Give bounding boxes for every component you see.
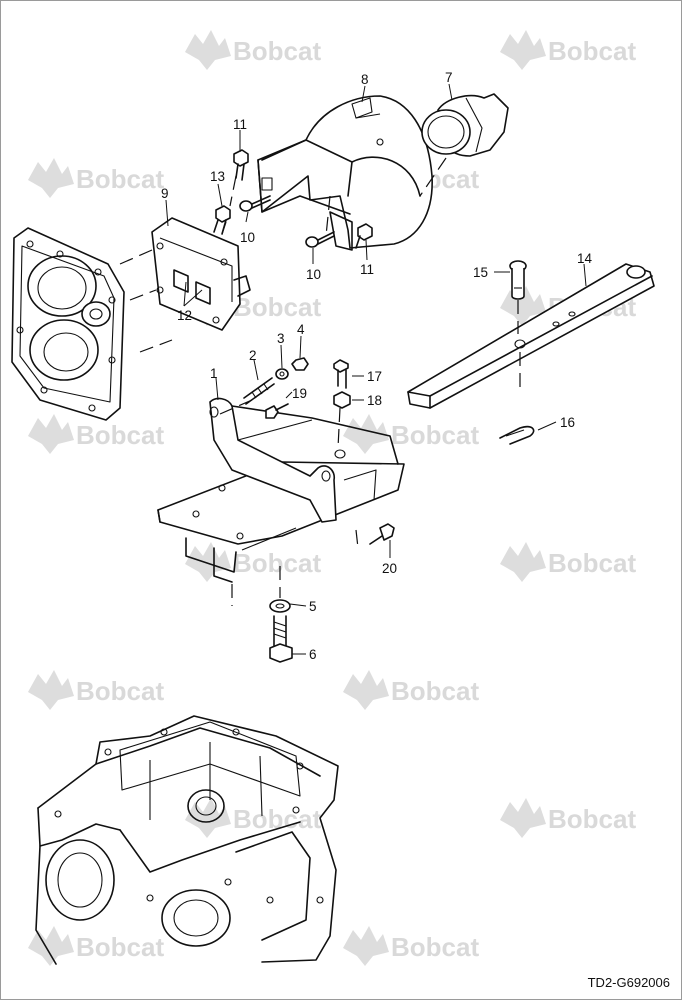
bobcat-head-icon [500,798,546,838]
callout-7: 7 [445,70,453,85]
watermark-text: Bobcat [548,36,636,66]
pto-guard-cover [257,95,433,251]
bolt-20 [369,523,395,545]
callout-13: 13 [210,169,225,184]
bobcat-logo-watermark: Bobcat [500,30,636,70]
callout-18: 18 [367,393,382,408]
drawbar-hitch-frame [157,397,405,583]
diagram-reference-code: TD2-G692006 [587,975,670,990]
lynch-pin [499,425,535,445]
callout-4: 4 [297,322,305,337]
callout-9: 9 [161,186,169,201]
bobcat-head-icon [28,926,74,966]
watermark-text: Bobcat [233,36,321,66]
nut-18 [333,391,351,409]
bobcat-logo-watermark: Bobcat [185,30,321,70]
bobcat-head-icon [500,542,546,582]
bobcat-logo-watermark: Bobcat [28,414,164,454]
callout-16: 16 [560,415,575,430]
watermark-text: Bobcat [76,676,164,706]
screw-10-bottom [305,231,335,248]
bobcat-logo-watermark: Bobcat [28,158,164,198]
leader-lines [165,83,587,655]
bobcat-head-icon [185,30,231,70]
bobcat-head-icon [28,158,74,198]
bobcat-head-icon [28,414,74,454]
callout-19: 19 [292,386,307,401]
watermark-text: Bobcat [391,932,479,962]
bobcat-head-icon [343,414,389,454]
watermark-text: Bobcat [391,676,479,706]
bobcat-logo-watermark: Bobcat [343,414,479,454]
callout-17: 17 [367,369,382,384]
bolt-6 [269,615,293,663]
bobcat-head-icon [343,926,389,966]
washer-3 [275,368,289,380]
callout-11b: 11 [360,262,374,277]
bobcat-logo-watermark: Bobcat [185,542,321,582]
bobcat-logo-watermark: Bobcat [28,670,164,710]
nut-4 [291,357,309,371]
watermark-text: Bobcat [76,420,164,450]
bolt-11-bottom [355,223,373,249]
bobcat-head-icon [28,670,74,710]
transmission-case [35,715,339,965]
callout-14: 14 [577,251,593,266]
bobcat-logo-watermark: Bobcat [28,926,164,966]
bobcat-logo-watermark: Bobcat [343,670,479,710]
callout-1: 1 [210,366,218,381]
callout-5: 5 [309,599,317,614]
pto-shaft-sleeve [421,93,509,157]
bobcat-logo-watermark: Bobcat [185,798,321,838]
drawbar [407,263,655,409]
callout-8: 8 [361,72,369,87]
callout-6: 6 [309,647,317,662]
assembly-lines [119,157,521,606]
bolt-13 [213,205,231,235]
bolt-17 [333,359,349,389]
bobcat-head-icon [343,670,389,710]
callout-labels: 1 2 3 4 5 6 7 8 9 10 10 11 11 12 13 14 1… [161,70,593,662]
drawbar-pin [509,260,527,300]
watermark-text: Bobcat [76,164,164,194]
watermark-text: Bobcat [233,292,321,322]
bobcat-logo-watermark: Bobcat [343,926,479,966]
callout-15: 15 [473,265,488,280]
washer-5 [269,599,291,613]
bobcat-head-icon [500,30,546,70]
watermark-text: Bobcat [548,804,636,834]
callout-10a: 10 [240,230,255,245]
watermark-text: Bobcat [76,932,164,962]
transmission-cover-plate [11,227,125,421]
watermark-text: Bobcat [548,548,636,578]
stud-bolt-2 [243,377,275,405]
watermark-text: Bobcat [233,548,321,578]
watermark-text: Bobcat [391,420,479,450]
screw-10-top [239,195,271,212]
bobcat-logo-watermark: Bobcat [500,542,636,582]
bobcat-logo-watermark: Bobcat [500,798,636,838]
callout-10b: 10 [306,267,321,282]
callout-12: 12 [177,308,192,323]
callout-3: 3 [277,331,285,346]
bolt-11-top [233,149,249,181]
callout-2: 2 [249,348,257,363]
bobcat-head-icon [185,542,231,582]
callout-11a: 11 [233,117,247,132]
callout-20: 20 [382,561,397,576]
bracket-plate [151,217,251,331]
bolt-19 [265,403,289,419]
